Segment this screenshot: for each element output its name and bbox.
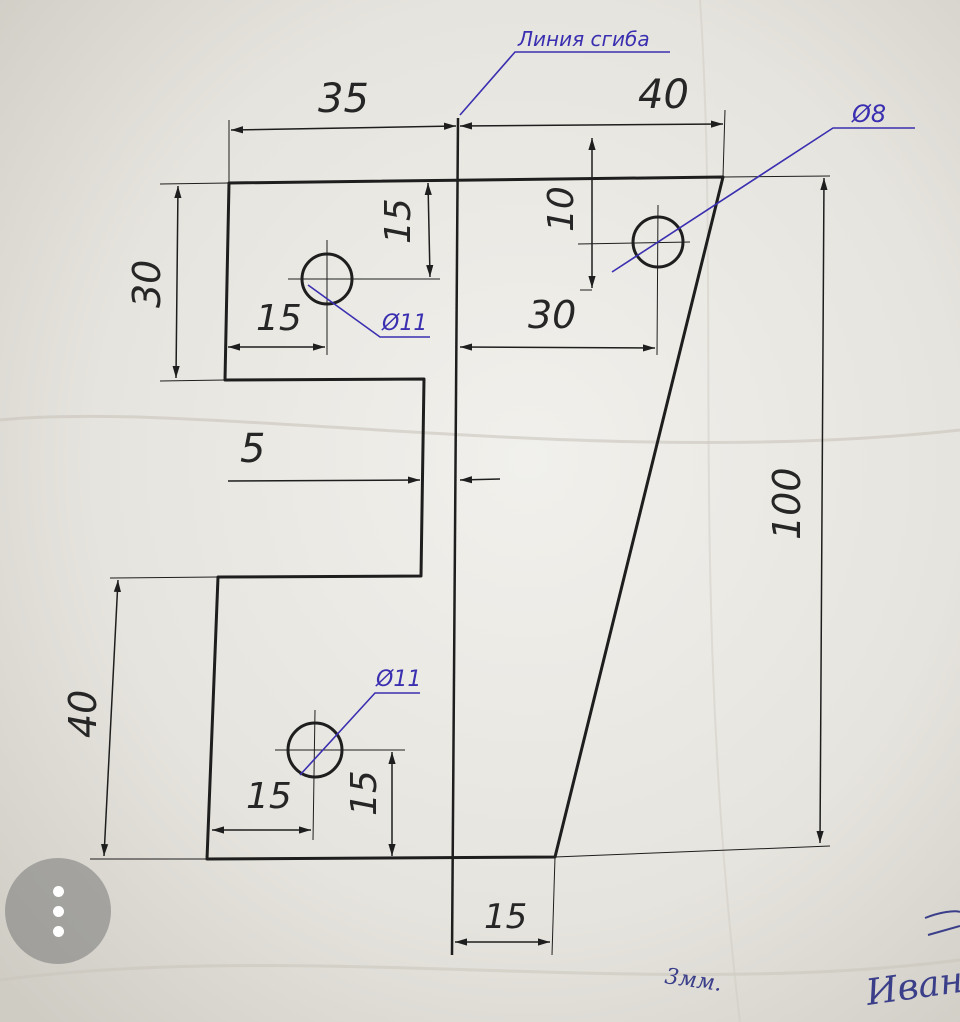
dim-bottom-left-height: 40 bbox=[61, 690, 105, 738]
more-options-button[interactable] bbox=[5, 858, 111, 964]
extension-lines bbox=[90, 109, 831, 956]
more-vertical-icon bbox=[52, 885, 64, 897]
paper-crease bbox=[699, 0, 741, 1022]
dim-top-right-width: 40 bbox=[638, 72, 689, 118]
hole-top-right-label: Ø8 bbox=[851, 100, 886, 128]
hole-bottom-label: Ø11 bbox=[375, 667, 421, 692]
dimension-lines bbox=[101, 120, 828, 946]
more-vertical-icon bbox=[52, 905, 64, 917]
dim-slot-depth: 5 bbox=[240, 426, 265, 472]
dim-left-height: 30 bbox=[125, 260, 169, 308]
dim-right-hole-top-offset: 10 bbox=[541, 186, 582, 232]
paper-crease bbox=[0, 958, 960, 982]
dim-top-left-width: 35 bbox=[318, 76, 369, 122]
handwritten-mark bbox=[924, 910, 960, 936]
dim-hole-left-offset: 15 bbox=[256, 298, 302, 339]
dim-bottom-right-width: 15 bbox=[484, 897, 527, 937]
leader-lines bbox=[299, 51, 915, 776]
dim-right-hole-horizontal: 30 bbox=[528, 293, 576, 337]
hole-top-left-label: Ø11 bbox=[381, 311, 427, 336]
bend-line bbox=[450, 117, 460, 956]
paper-crease bbox=[0, 414, 960, 445]
bend-line-label: Линия сгиба bbox=[517, 27, 650, 51]
centerline bbox=[656, 204, 659, 356]
dim-total-height: 100 bbox=[765, 467, 809, 540]
centerline bbox=[312, 709, 316, 841]
centerline bbox=[577, 241, 691, 245]
dim-hole-top-offset: 15 bbox=[378, 198, 419, 244]
dim-bottom-hole-left-offset: 15 bbox=[246, 776, 292, 817]
dim-bottom-hole-bottom-offset: 15 bbox=[344, 770, 385, 816]
more-vertical-icon bbox=[52, 925, 64, 937]
